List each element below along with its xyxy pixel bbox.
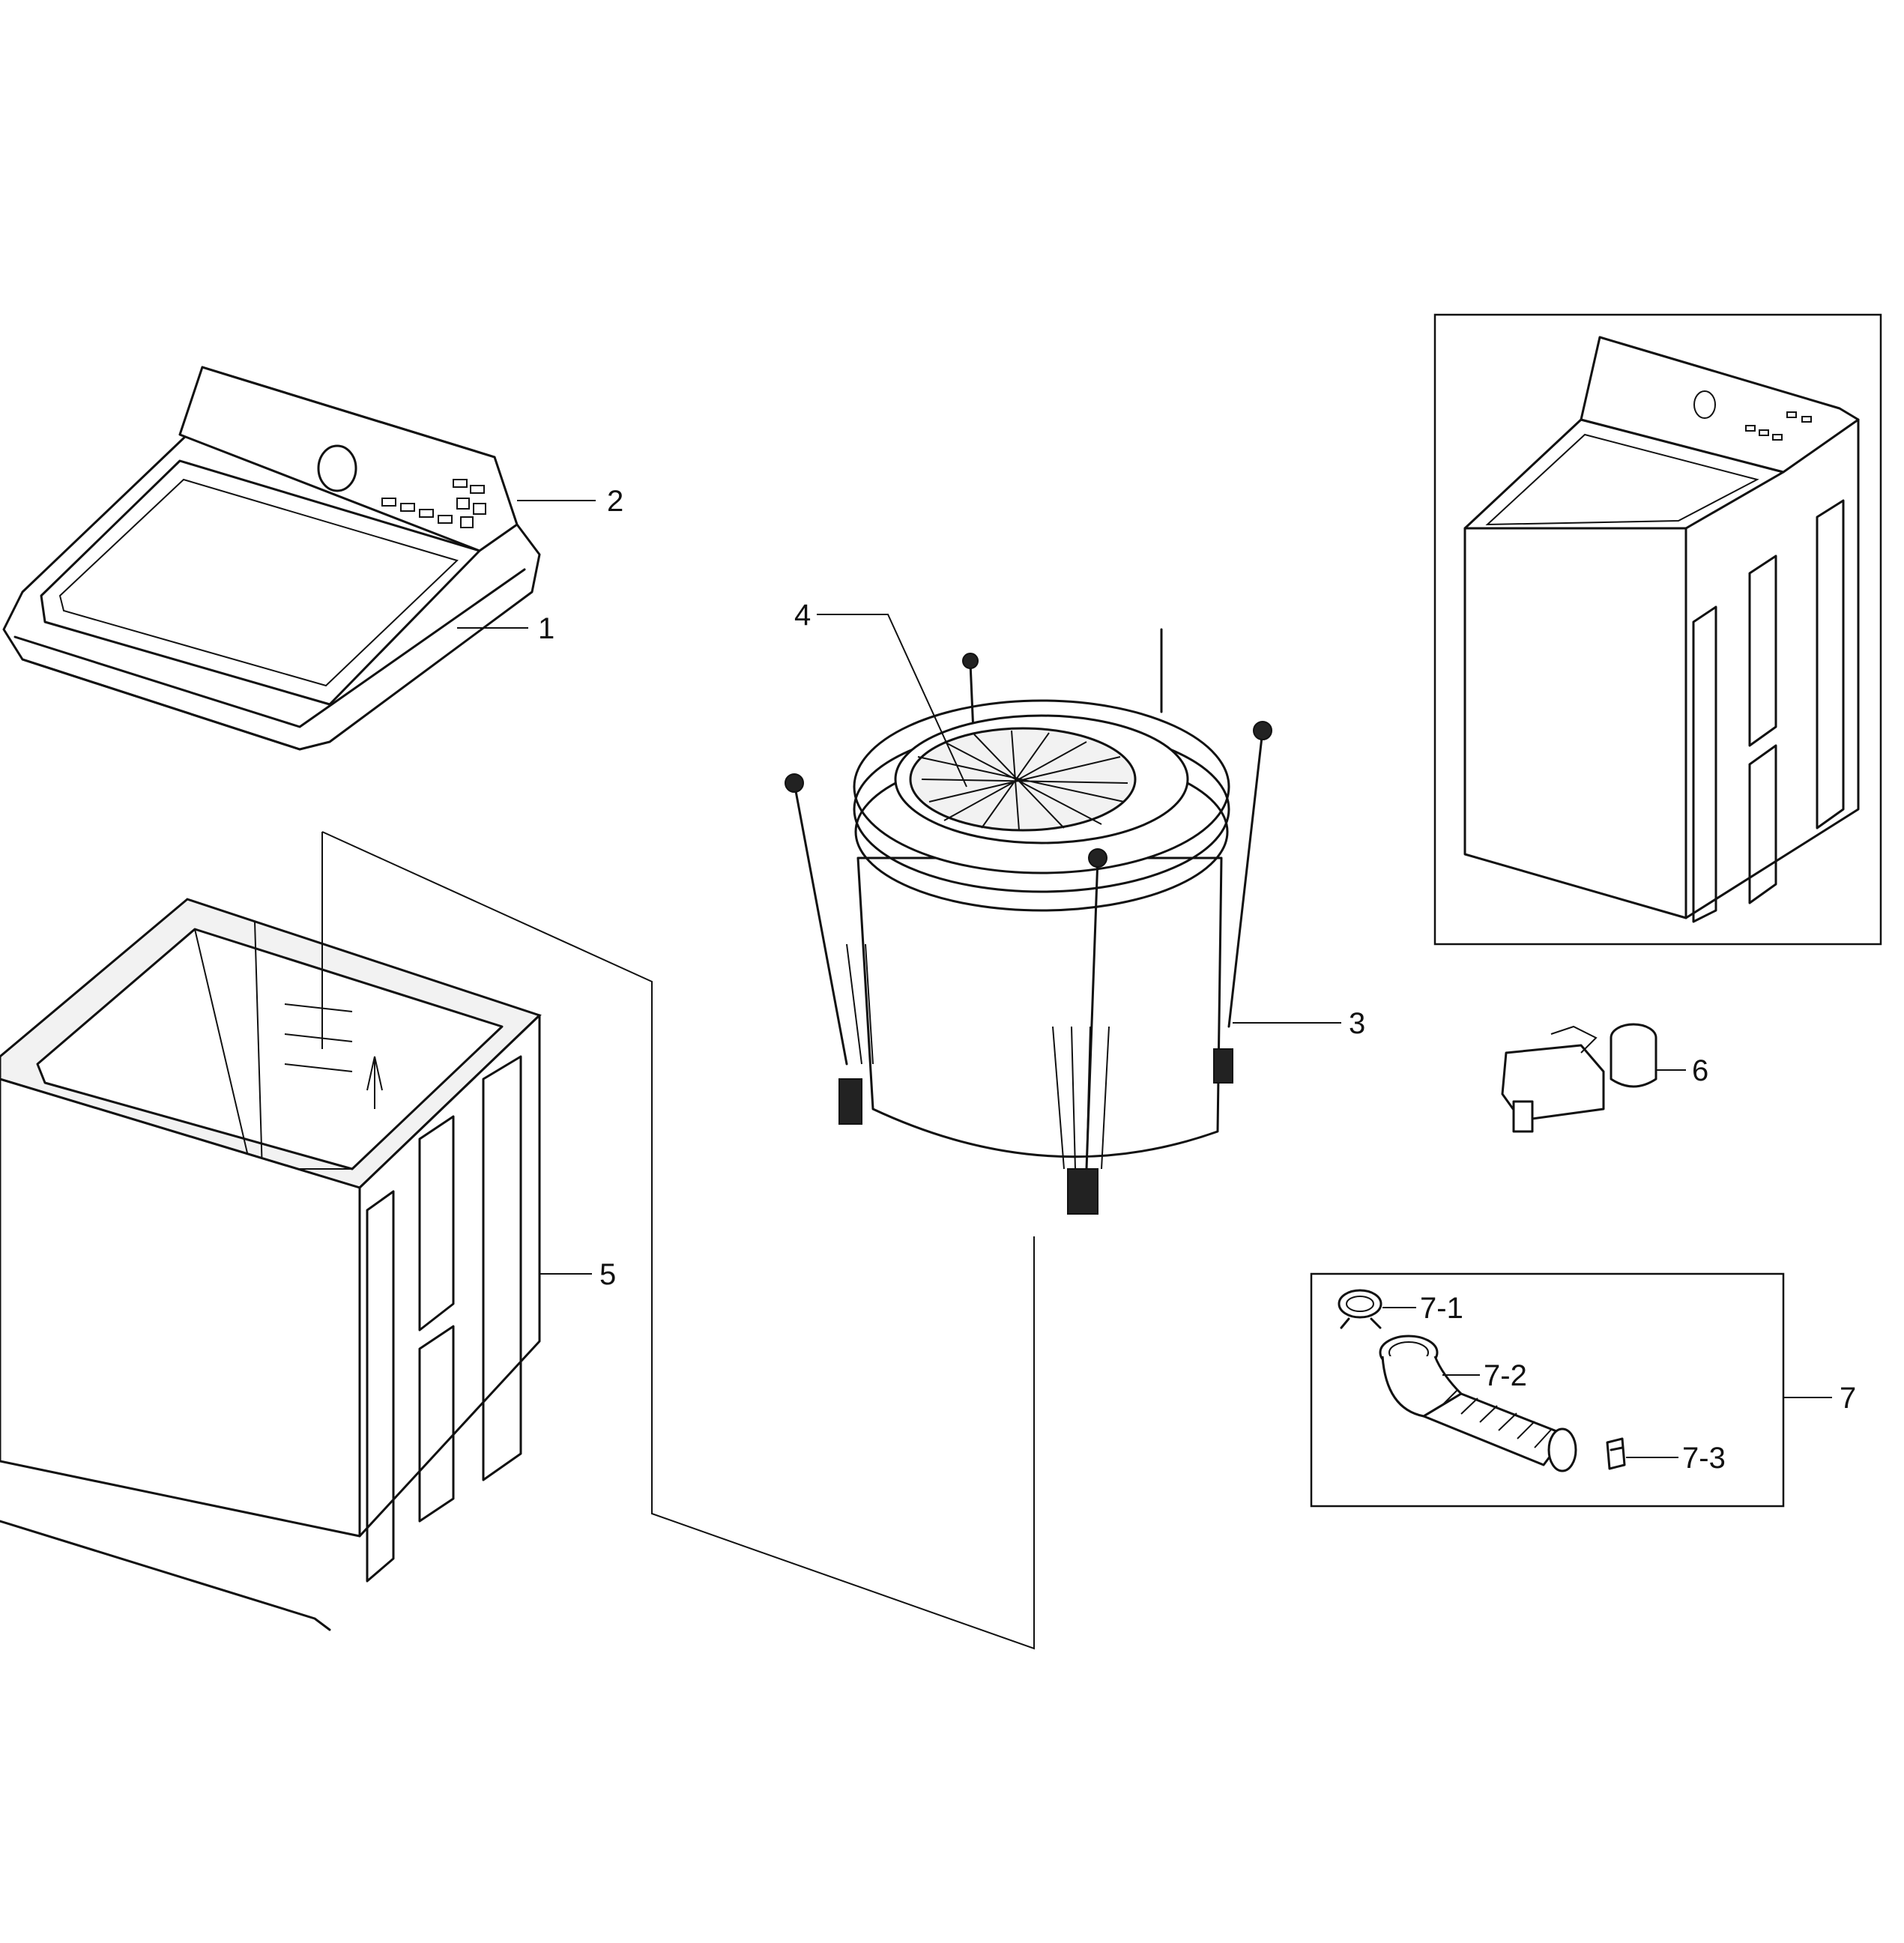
callout-2: 2 (607, 485, 623, 518)
callout-7-2: 7-2 (1484, 1359, 1527, 1392)
leader-4 (817, 614, 967, 788)
control-buttons-icon (381, 479, 486, 528)
callout-6: 6 (1692, 1054, 1708, 1087)
callout-1: 1 (538, 612, 554, 645)
callout-5: 5 (599, 1258, 616, 1291)
part-7-2-drain-hose[interactable] (1379, 1335, 1577, 1472)
callout-7-3: 7-3 (1682, 1442, 1726, 1475)
part-7-1-hose-clamp[interactable] (1338, 1289, 1382, 1329)
assembly-bracket-lines (321, 831, 1035, 1650)
part-6-drain-pump[interactable] (1501, 1023, 1657, 1133)
callout-3: 3 (1349, 1007, 1365, 1040)
part-2-control-panel[interactable] (178, 366, 519, 552)
dial-knob-icon (317, 444, 357, 492)
callout-7-1: 7-1 (1420, 1292, 1463, 1325)
part-7-3-hose-clip[interactable] (1606, 1437, 1626, 1470)
assembled-washer-inset (1433, 313, 1882, 946)
callout-7: 7 (1840, 1382, 1856, 1415)
callout-4: 4 (794, 599, 811, 632)
basket-mesh-icon (917, 730, 1128, 831)
part-4-pulsator-basket[interactable] (894, 714, 1189, 844)
part-5-cabinet[interactable] (0, 898, 542, 1631)
part-7-drain-hose-kit[interactable] (1310, 1272, 1785, 1508)
hose-corrugation-icon (1442, 1389, 1552, 1448)
